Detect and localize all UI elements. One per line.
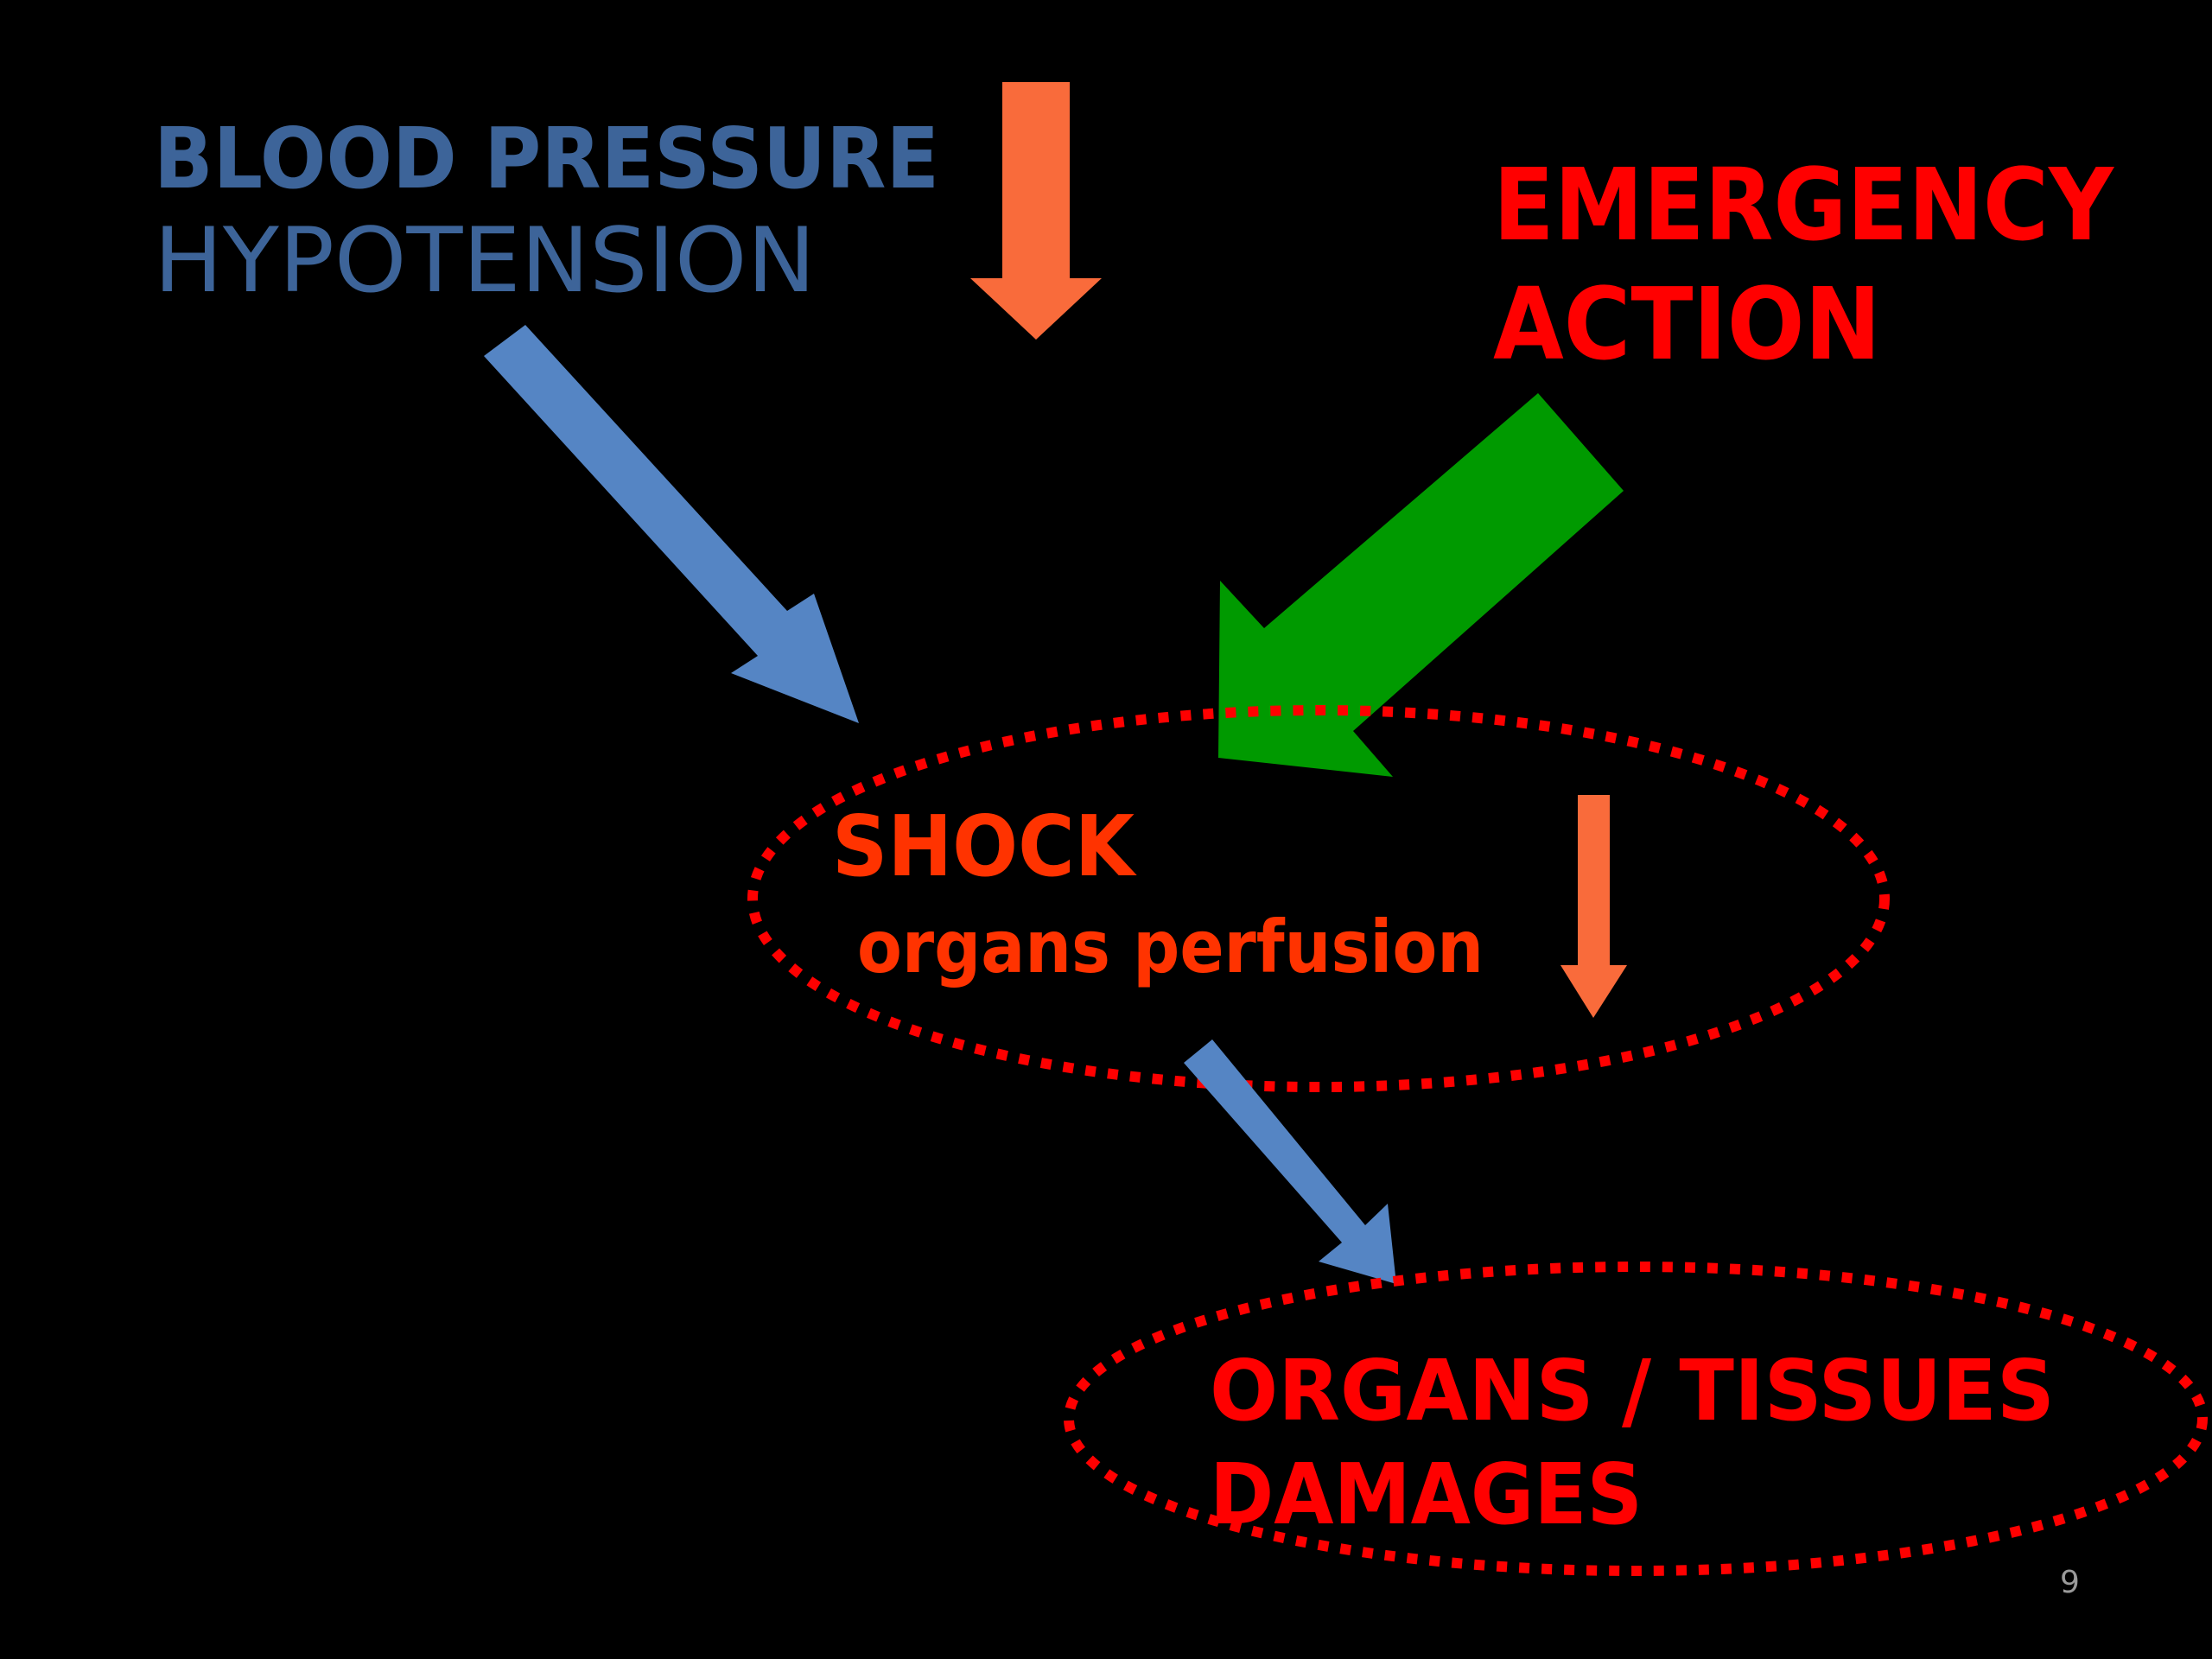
hypotension-label: HYPOTENSION	[154, 209, 816, 313]
organs-perfusion-label: organs perfusion	[857, 905, 1484, 989]
emergency-label: EMERGENCY	[1493, 148, 2115, 264]
perfusion-decrease-arrow-icon	[1560, 795, 1627, 1018]
bp-to-shock-arrow-icon	[484, 325, 859, 723]
action-label: ACTION	[1493, 267, 1881, 383]
shock-to-damage-arrow-icon	[1184, 1039, 1396, 1284]
shock-ellipse	[747, 705, 1890, 1092]
organs-tissues-label: ORGANS / TISSUES	[1210, 1342, 2055, 1440]
blood-pressure-label: BLOOD PRESSURE	[154, 110, 939, 207]
page-number: 9	[2060, 1565, 2080, 1600]
damage-ellipse	[1064, 1262, 2208, 1576]
shock-label: SHOCK	[832, 798, 1138, 895]
damages-label: DAMAGES	[1210, 1446, 1643, 1543]
emergency-to-shock-arrow-icon	[1218, 393, 1624, 777]
bp-decrease-arrow-icon	[970, 82, 1102, 340]
